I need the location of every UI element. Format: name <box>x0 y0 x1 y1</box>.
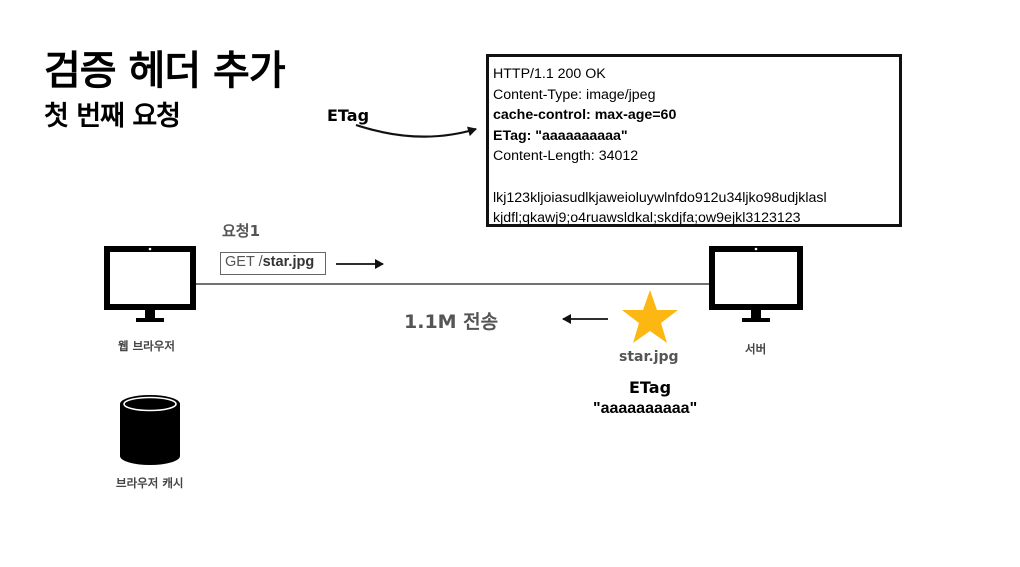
resource-etag-value: "aaaaaaaaaa" <box>593 400 698 417</box>
server-monitor-icon <box>709 246 803 322</box>
response-line: Content-Type: image/jpeg <box>493 86 656 103</box>
response-line: ETag: "aaaaaaaaaa" <box>493 127 628 144</box>
star-icon <box>622 290 678 343</box>
response-line: cache-control: max-age=60 <box>493 107 677 124</box>
etag-pointer-arrow <box>355 123 477 138</box>
request-method: GET / <box>225 254 263 270</box>
page-subtitle: 첫 번째 요청 <box>44 101 181 132</box>
http-response-box: HTTP/1.1 200 OK Content-Type: image/jpeg… <box>486 54 902 227</box>
cache-label: 브라우저 캐시 <box>116 476 184 490</box>
etag-label: ETag <box>327 106 370 125</box>
resource-name: star.jpg <box>619 349 679 365</box>
request-label: 요청1 <box>222 222 261 240</box>
response-line: kjdfl;qkawj9;o4ruawsldkal;skdjfa;ow9ejkl… <box>493 210 801 227</box>
request-line-box: GET /star.jpg <box>220 252 326 275</box>
response-line: Content-Length: 34012 <box>493 148 639 165</box>
response-line: HTTP/1.1 200 OK <box>493 66 606 82</box>
request-path: star.jpg <box>262 254 315 270</box>
response-line: lkj123kljoiasudlkjaweioluywlnfdo912u34lj… <box>493 189 827 206</box>
server-label: 서버 <box>745 342 767 356</box>
response-line <box>493 167 899 188</box>
database-cylinder-icon <box>120 395 180 465</box>
transfer-label: 1.1M 전송 <box>404 311 499 333</box>
client-label: 웹 브라우저 <box>118 339 175 353</box>
resource-etag-title: ETag <box>629 378 672 397</box>
client-monitor-icon <box>104 246 196 322</box>
page-title: 검증 헤더 추가 <box>44 48 286 94</box>
